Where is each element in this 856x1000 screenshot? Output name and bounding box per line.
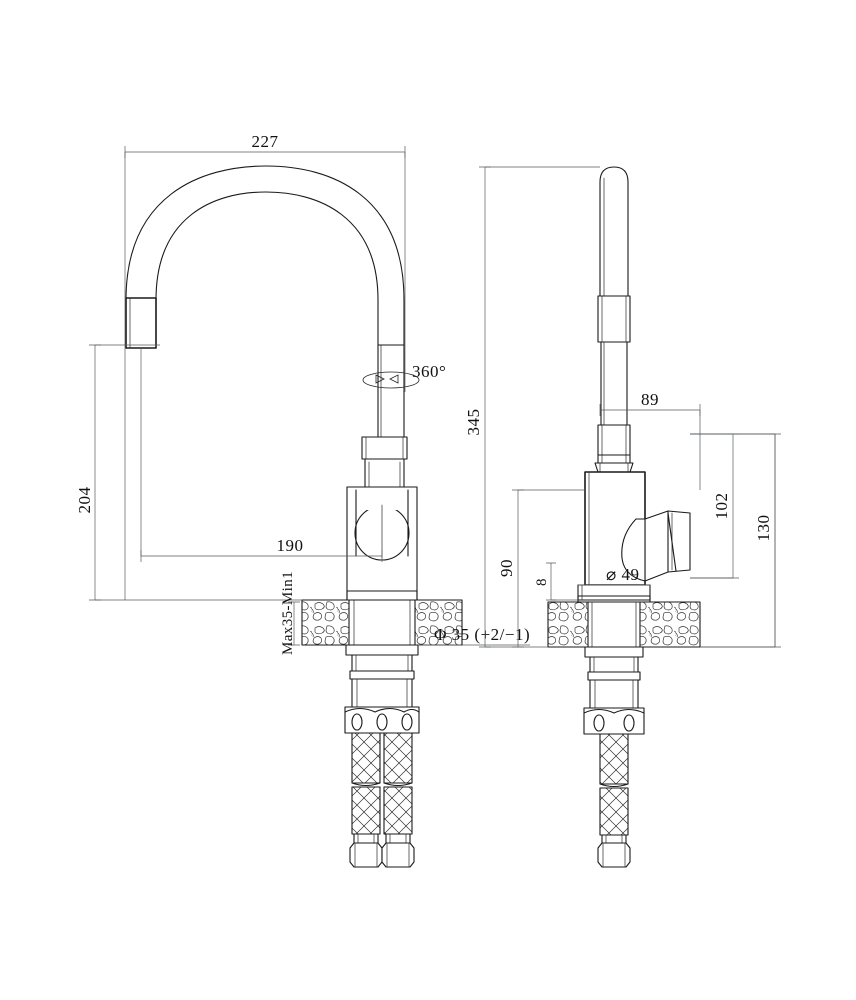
dimension-204-label: 204 bbox=[75, 487, 94, 514]
annotation-counter-thickness-label: Max35-Min1 bbox=[280, 571, 296, 655]
braided-supply-hose-side bbox=[597, 733, 631, 868]
dimension-90-label: 90 bbox=[497, 559, 516, 577]
dimension-190-label: 190 bbox=[277, 536, 304, 555]
gooseneck-spout-side bbox=[599, 166, 629, 301]
dimension-d49-label: ⌀ 49 bbox=[606, 565, 640, 584]
braided-supply-hose bbox=[349, 732, 415, 868]
spout-collar-lower bbox=[594, 424, 634, 473]
dimension-89-label: 89 bbox=[641, 390, 659, 409]
dimension-102-label: 102 bbox=[712, 493, 731, 520]
faucet-body bbox=[346, 486, 418, 601]
dimension-130-label: 130 bbox=[754, 515, 773, 542]
mounting-nut bbox=[345, 644, 419, 708]
dimension-227: 227 bbox=[124, 132, 406, 600]
hose-clamp-side bbox=[583, 707, 645, 735]
dimension-345-label: 345 bbox=[464, 409, 483, 436]
annotation-counter-thickness: Max35-Min1 bbox=[280, 571, 300, 655]
dimension-360deg-label: 360° bbox=[412, 362, 446, 381]
dimension-227-label: 227 bbox=[252, 132, 279, 151]
lever-handle-side bbox=[621, 510, 691, 582]
spout-collar bbox=[361, 436, 408, 460]
base-escutcheon bbox=[577, 584, 651, 603]
gooseneck-spout bbox=[125, 165, 405, 346]
side-view-reference-frame bbox=[690, 433, 776, 648]
countertop-section-side bbox=[547, 601, 701, 648]
dimension-204: 204 bbox=[75, 344, 302, 601]
dimension-190: 190 bbox=[140, 348, 383, 562]
front-view: 227 204 190 360° Φ 35 (+2/−1) bbox=[75, 132, 530, 868]
annotation-hole-diameter-label: Φ 35 (+2/−1) bbox=[434, 625, 530, 644]
swivel-column bbox=[377, 344, 405, 438]
dimension-8: 8 bbox=[534, 562, 578, 601]
dimension-89: 89 bbox=[599, 390, 701, 490]
mounting-nut-side bbox=[584, 646, 644, 709]
countertop-section bbox=[301, 599, 463, 646]
annotation-hole-diameter: Φ 35 (+2/−1) bbox=[418, 625, 530, 646]
dimension-8-label: 8 bbox=[534, 578, 550, 586]
hose-clamp bbox=[344, 706, 420, 734]
swivel-column-side bbox=[600, 341, 628, 426]
side-view: 345 89 90 8 ⌀ 49 bbox=[464, 166, 781, 868]
dimension-d49: ⌀ 49 bbox=[578, 565, 650, 586]
spout-outlet-nozzle bbox=[125, 297, 157, 349]
spout-collar-upper bbox=[597, 295, 631, 343]
dimension-90: 90 bbox=[497, 489, 585, 648]
dimension-360deg: 360° bbox=[404, 345, 446, 392]
rotation-360-icon bbox=[362, 371, 420, 389]
dimension-345: 345 bbox=[464, 166, 600, 648]
